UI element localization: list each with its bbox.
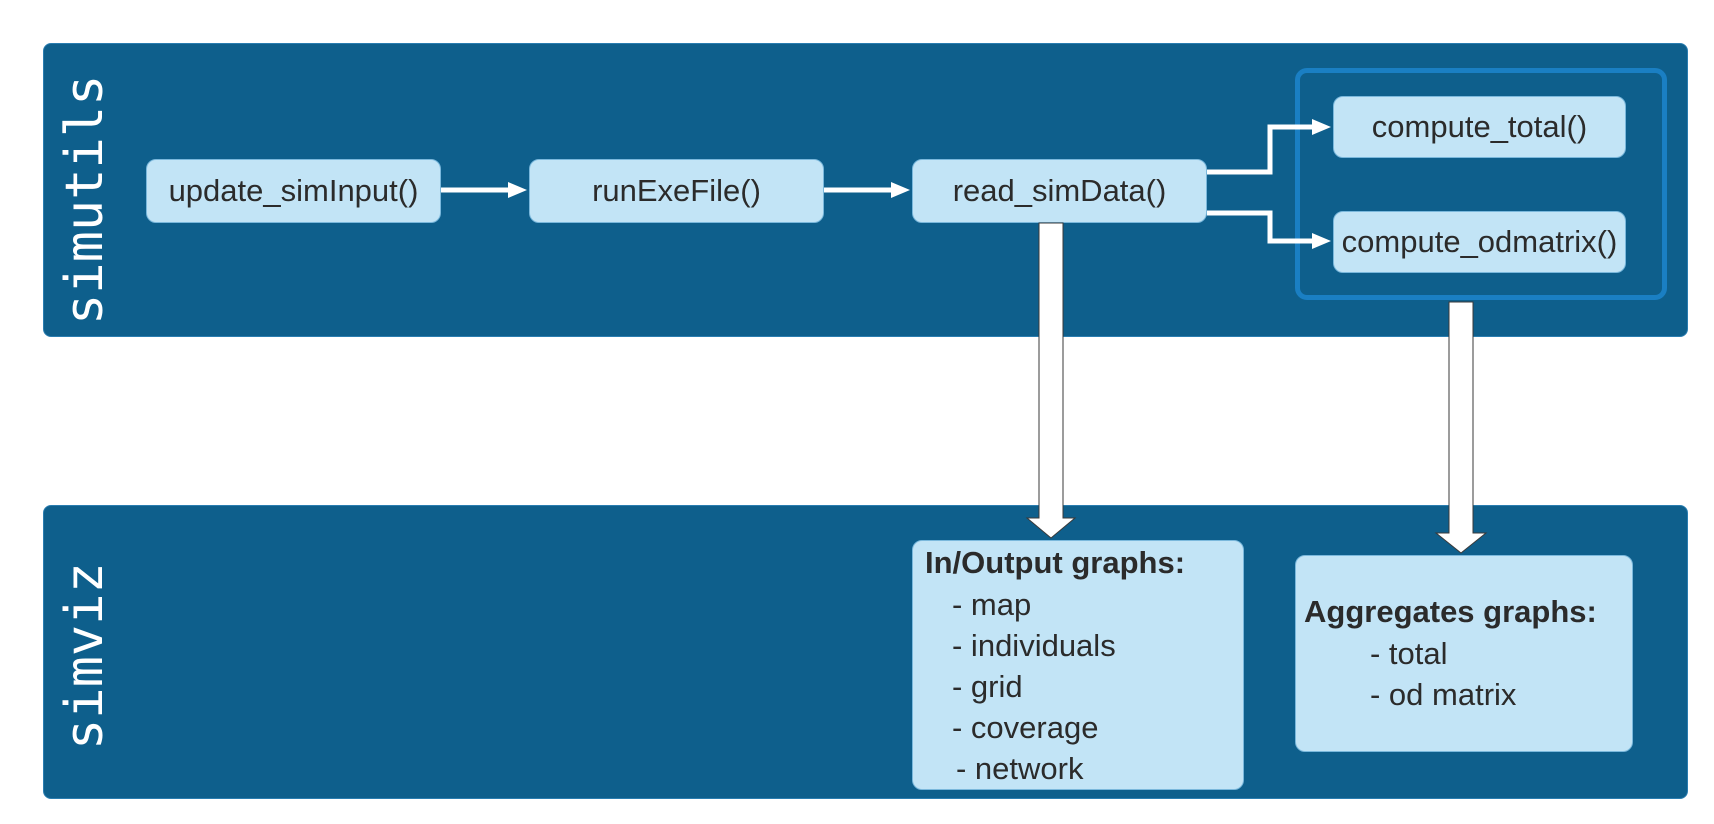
compute-group-frame bbox=[1295, 68, 1667, 300]
io-graphs-title: In/Output graphs: bbox=[925, 545, 1186, 580]
simviz-label: simviz bbox=[55, 562, 115, 750]
update-siminput-label: update_simInput() bbox=[168, 173, 419, 208]
runexefile-node: runExeFile() bbox=[529, 159, 824, 223]
io-graphs-item-map: - map bbox=[952, 587, 1032, 622]
compute-odmatrix-label: compute_odmatrix() bbox=[1341, 224, 1618, 259]
read-simdata-label: read_simData() bbox=[952, 173, 1167, 208]
aggregates-graphs-item-total: - total bbox=[1370, 636, 1448, 671]
io-graphs-item-network: - network bbox=[956, 751, 1084, 786]
read-simdata-node: read_simData() bbox=[912, 159, 1207, 223]
aggregates-graphs-box: Aggregates graphs: - total - od matrix bbox=[1295, 555, 1633, 752]
compute-odmatrix-node: compute_odmatrix() bbox=[1333, 211, 1626, 273]
aggregates-graphs-item-odmatrix: - od matrix bbox=[1370, 677, 1517, 712]
compute-total-node: compute_total() bbox=[1333, 96, 1626, 158]
io-graphs-box: In/Output graphs: - map - individuals - … bbox=[912, 540, 1244, 790]
aggregates-graphs-title: Aggregates graphs: bbox=[1304, 594, 1597, 629]
compute-total-label: compute_total() bbox=[1371, 109, 1588, 144]
io-graphs-item-individuals: - individuals bbox=[952, 628, 1116, 663]
update-siminput-node: update_simInput() bbox=[146, 159, 441, 223]
io-graphs-item-grid: - grid bbox=[952, 669, 1023, 704]
io-graphs-item-coverage: - coverage bbox=[952, 710, 1099, 745]
runexefile-label: runExeFile() bbox=[592, 173, 761, 208]
simutils-label: simutils bbox=[55, 74, 115, 325]
